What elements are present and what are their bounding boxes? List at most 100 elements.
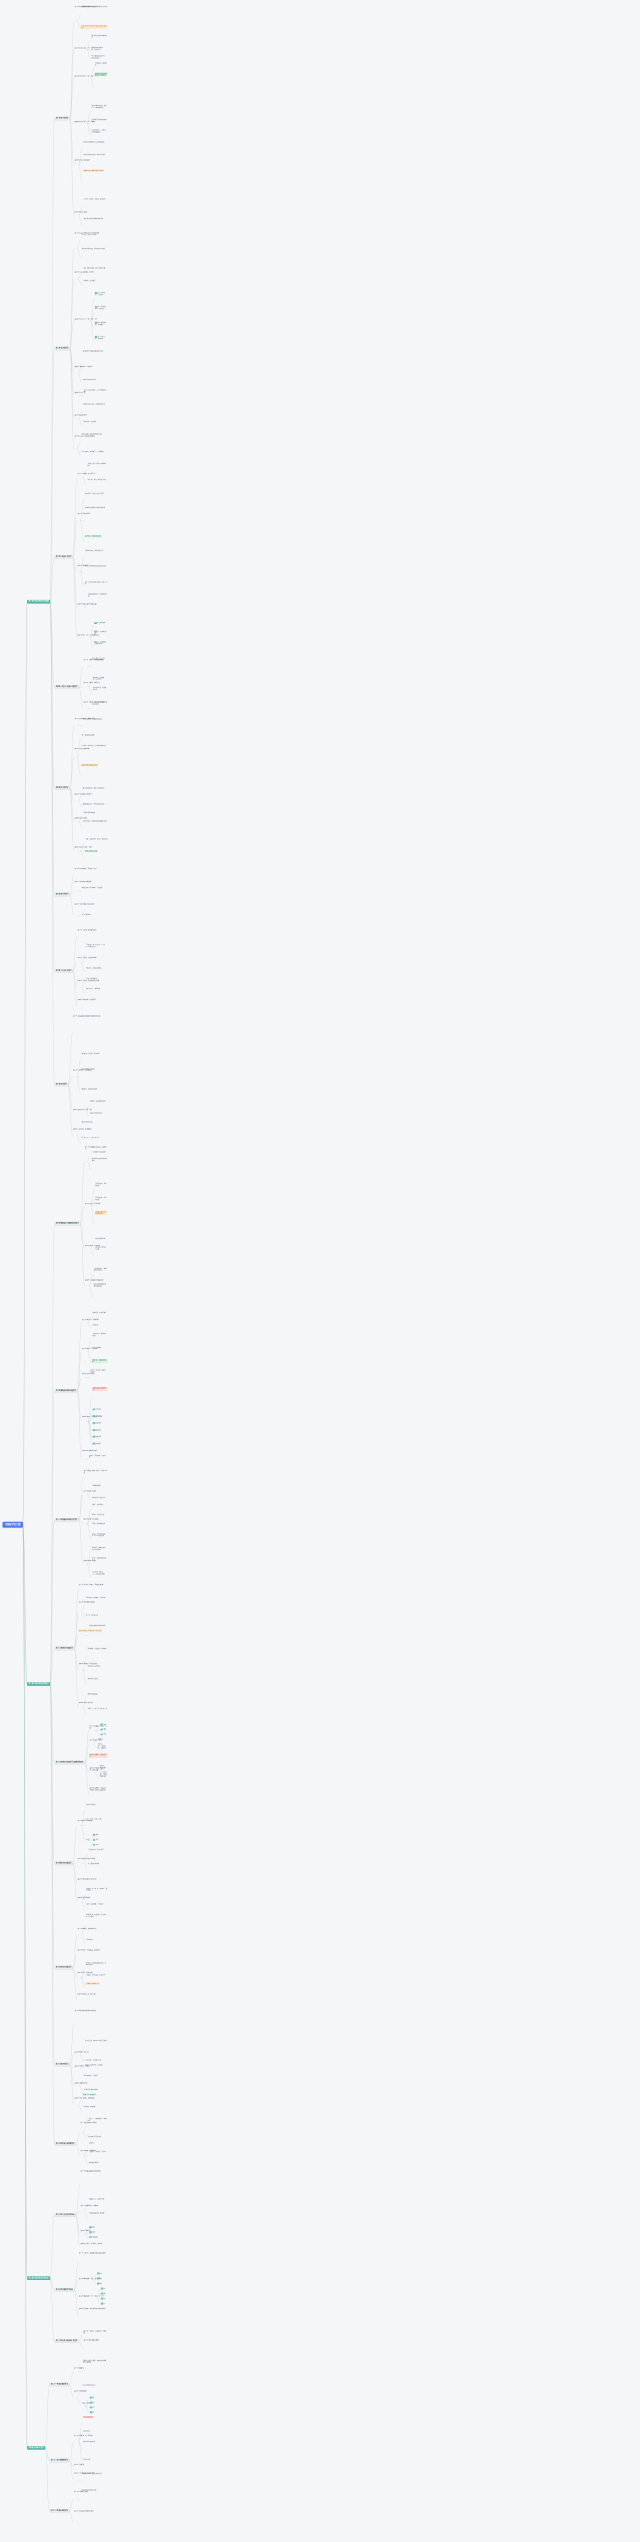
section-node[interactable]: 第二节 李渔《闲情偶寄》 — [80, 2150, 97, 2153]
leaf-node[interactable]: 对审美观照与意境理论影响深远 — [94, 1210, 108, 1215]
leaf-node[interactable]: 第二节 苏轼：“诗中有画，画中有诗” — [77, 1949, 101, 1952]
section-node[interactable]: 第二节 苏轼论“常形”与“常理” — [77, 1857, 96, 1860]
section-node[interactable]: 第二节 张怀瓘的书法美学 — [78, 1601, 95, 1604]
leaf-node[interactable]: “山水以形媚道” — [92, 1347, 102, 1349]
section-node[interactable]: 第一节 “境界”说（《人间词话》） — [74, 2434, 95, 2437]
leaf-node[interactable]: “兴趣”说：“羚羊挂角，无迹可求” — [85, 1974, 106, 1976]
leaf-node[interactable]: 第一节 孙过庭《书谱》：“同自然之妙有” — [78, 1583, 104, 1586]
leaf-node[interactable]: 第五节 白居易：“文章合为时而著，歌诗合为事而作” — [89, 1787, 108, 1791]
leaf-node[interactable]: “自然者为上品之上” — [87, 1677, 100, 1680]
section-node[interactable]: 第五节 “赋”、“比”、“兴”的美学本义 — [77, 634, 100, 637]
chapter-node[interactable]: 第十五章 宋元诗歌美学 — [54, 1965, 73, 1970]
leaf-node[interactable]: “食必常饱，然后求美” — [83, 421, 97, 423]
leaf-node[interactable]: 《易传》是对《易经》的解释与发挥 — [87, 463, 108, 467]
chapter-node[interactable]: 第四章 《管子》四篇与中国美学 — [54, 685, 79, 690]
section-node[interactable]: 第一节 王昌龄《诗格》：“三境” — [89, 1725, 108, 1729]
section-node[interactable]: 第四节 “阳刚之美”与“阴柔之美” — [77, 603, 98, 606]
leaf-node[interactable]: “疾虚妄”：真实是美的基础 — [89, 1100, 106, 1102]
section-node[interactable]: 第一节 梅尧臣、欧阳修的诗论 — [77, 1927, 97, 1930]
section-node[interactable]: 第一节 郭熙《林泉高致》 — [77, 1819, 94, 1822]
leaf-node[interactable]: “知之者不如好之者，好之者不如乐之者” — [81, 247, 106, 250]
section-node[interactable]: 第二节 老子论“道”、“气”、“象” — [74, 47, 94, 50]
leaf-node[interactable]: “人的觉醒”与“文的自觉” — [91, 1151, 106, 1153]
leaf-node[interactable]: “天下皆知美之为美，斯恶已”——美与善的区分 — [91, 105, 108, 109]
leaf-node[interactable]: 虚实结合成为中国古典美学的重要原则 — [94, 72, 108, 77]
section-node[interactable]: 第三节 老子论“有”、“无”、“虚”、“实” — [74, 75, 98, 78]
section-node[interactable]: 第一节 孔子论艺术在社会生活中的作用 — [74, 232, 100, 235]
section-node[interactable]: 第二节 “小说界革命” — [74, 2390, 88, 2393]
chapter-node[interactable]: 第二十二章 王国维的美学 — [49, 2458, 70, 2463]
leaf-node[interactable]: 04随类赋彩 — [92, 1429, 102, 1431]
leaf-node[interactable]: “凝神遐想，妙悟自然，物我两忘” — [87, 1647, 108, 1650]
leaf-node[interactable]: 最高的美是“道”：“天地有大美而不言” — [82, 803, 105, 805]
section-node[interactable]: 第三节 审美主体：“才”、“胆”、“识”、“力” — [78, 2295, 105, 2298]
leaf-node[interactable]: “以文运事”与“因文生事” — [87, 2135, 102, 2138]
leaf-node[interactable]: 《韶》尽美又尽善；《武》尽美未尽善 — [82, 267, 106, 269]
leaf-node[interactable]: 自然美欣赏中审美主体的能动作用 — [82, 350, 104, 352]
leaf-node[interactable]: 有形与无形、虚与实的结合最能体现“道” — [83, 820, 108, 822]
chapter-node[interactable]: 第十七章 明清小说戏剧美学 — [54, 2142, 76, 2146]
leaf-node[interactable]: 03平远 — [92, 1843, 99, 1846]
leaf-node[interactable]: 03应物象形 — [92, 1422, 102, 1425]
chapter-node[interactable]: 第二章 孔子的美学 — [54, 346, 70, 351]
leaf-node[interactable]: 02观：观风俗之盛衰，考见得失 — [94, 306, 107, 310]
leaf-node[interactable]: 03意境 — [100, 1733, 107, 1736]
leaf-node[interactable]: “六要”：气、韵、思、景、笔、墨 — [87, 1707, 108, 1710]
leaf-node[interactable]: “美之所在，虽污辱，世不能贱” — [81, 1052, 101, 1055]
chapter-node[interactable]: 第三章 《易传》的美学 — [54, 555, 73, 560]
leaf-node[interactable]: 第二节 “文化运动不要忘了美育” — [74, 2510, 95, 2513]
chapter-node[interactable]: 第十章 魏晋南北朝的书画美学 — [54, 1389, 78, 1393]
section-node[interactable]: 第四节 人物品藻与“魏晋风度” — [85, 1279, 105, 1282]
section-node[interactable]: 第三节 嵇康：“声无哀乐” — [85, 1245, 102, 1248]
leaf-node[interactable]: 开后世“比德”说之先河 — [82, 378, 96, 381]
leaf-node[interactable]: “有无相生”，虚实结合 — [94, 62, 107, 66]
leaf-node[interactable]: 01高远 — [92, 1834, 99, 1836]
section-node[interactable]: 第六节 墨子的“非乐” — [74, 414, 88, 417]
section-node[interactable]: 第五节 荆浩《笔法记》 — [78, 1701, 94, 1704]
leaf-node[interactable]: 05经营位置 — [92, 1436, 102, 1438]
leaf-node[interactable]: 美感的差异性与共同性 — [81, 1068, 96, 1071]
section-node[interactable]: 第三节 严羽《沧浪诗话》 — [77, 1971, 94, 1974]
leaf-node[interactable]: 01理 — [97, 2272, 103, 2275]
section-node[interactable]: 第二节 诗歌意象论：情景说 — [80, 2205, 99, 2208]
part-node[interactable]: 第二篇 中国古典美学的展开 — [27, 1682, 51, 1686]
leaf-node[interactable]: 02胆 — [100, 2292, 106, 2295]
chapter-node[interactable]: 第十一章 魏晋南北朝的文学美学 — [54, 1518, 79, 1523]
leaf-node[interactable]: 自由的境界就是审美的境界 — [80, 763, 99, 767]
chapter-node[interactable]: 第六章 荀子的美学 — [54, 892, 70, 897]
leaf-node[interactable]: 第一节 曹丕《典论·论文》：“文以气为主” — [83, 1470, 108, 1474]
leaf-node[interactable]: “口之于味也，有同耆焉”——共同美感 — [81, 450, 105, 453]
section-node[interactable]: 第三节 王充论“真”、“善”、“美” — [72, 1109, 92, 1112]
leaf-node[interactable]: 审美心胸的真正发现 — [84, 849, 98, 853]
leaf-node[interactable]: 01赋：铺陈直叙 — [94, 622, 106, 624]
leaf-node[interactable]: 03刺 — [89, 2406, 95, 2409]
leaf-node[interactable]: 01现在 — [89, 2226, 96, 2229]
leaf-node[interactable]: “巧于因借，精在体宜” — [82, 2106, 96, 2108]
leaf-node[interactable]: 气是生命之源，也是智慧之源 — [92, 687, 108, 691]
leaf-node[interactable]: 把人生艺术化，追求精神的自由 — [82, 718, 102, 720]
section-node[interactable]: “三远” — [85, 1839, 90, 1841]
leaf-node[interactable]: 第四节 “文章者，所以表天地万物之情状也” — [78, 2307, 106, 2310]
leaf-node[interactable]: 02比：以彼物比此物 — [94, 630, 108, 634]
section-node[interactable]: 第五节 计成《园冶》与园林美学 — [74, 2097, 95, 2100]
leaf-node[interactable]: 文人画理论的发端 — [88, 1862, 100, 1865]
leaf-node[interactable]: “得意在忘象，得象在忘言” — [95, 1197, 108, 1201]
leaf-node[interactable]: 倪瓒：“逸笔草草，不求形似” — [86, 1903, 104, 1905]
leaf-node[interactable]: “真美”与“虚妄”的对立 — [89, 1112, 103, 1114]
leaf-node[interactable]: 美学著作与艺术批评大量涌现 — [91, 1158, 108, 1162]
section-node[interactable]: 第四节 张彦远《历代名画记》 — [78, 1662, 98, 1665]
section-node[interactable]: 第二节 陆机《文赋》 — [83, 1490, 97, 1493]
section-node[interactable]: 第四节 “逸品”的美学 — [77, 1896, 91, 1899]
leaf-node[interactable]: “取境”说 — [97, 1738, 103, 1740]
leaf-node[interactable]: “滋味”说：“使味之者无极，闻之者动心” — [91, 1547, 108, 1551]
leaf-node[interactable]: 把对“道”的观照作为认识的最高目的 — [83, 141, 105, 143]
leaf-node[interactable]: 美感的普遍性与超功利性 — [81, 2489, 97, 2491]
leaf-node[interactable]: “心斋”：虚而待物；“坐忘”：离形去知 — [85, 838, 108, 840]
leaf-node[interactable]: “气之动物，物之感人”——物感说的发展 — [91, 1571, 108, 1575]
leaf-node[interactable]: “充实之谓美，充实而有光辉之谓大” — [81, 433, 103, 435]
leaf-node[interactable]: “尽意莫若象，尽象莫若言” — [95, 1183, 108, 1187]
section-node[interactable]: 第一节 老子美学是中国美学史的起点 — [74, 6, 98, 9]
leaf-node[interactable]: 造境与写境 — [82, 2430, 90, 2432]
leaf-node[interactable]: “意在笔先，画尽意在” — [87, 1665, 101, 1667]
leaf-node[interactable]: 中国美学史上审美心胸理论的发端 — [82, 169, 105, 172]
